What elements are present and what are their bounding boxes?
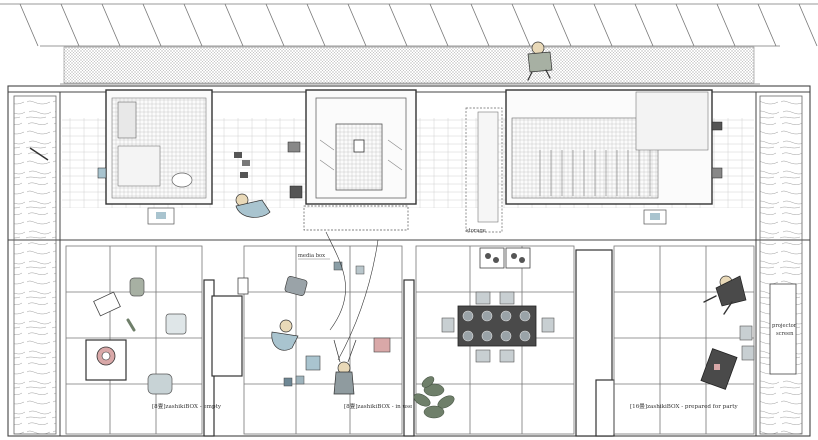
dining-plate [462,310,474,322]
right-textured-wall [759,95,803,435]
rafter-line [429,3,449,47]
rafter-line [675,3,695,47]
storage-outline [465,107,503,233]
rafter-line [388,3,408,47]
dining-plate [519,330,531,342]
rafter-line [593,3,613,47]
dining-plate [500,310,512,322]
dining-plate [481,310,493,322]
media-box-label: media box [298,253,325,259]
rafter-line [757,3,777,47]
rafter-line [224,3,244,47]
roof-truss [0,3,818,85]
rafter-line [511,3,531,47]
partition-walls [203,249,615,437]
rafter-line [142,3,162,47]
rafter-line [347,3,367,47]
rafter-line [716,3,736,47]
bathroom-box [105,89,213,225]
rafter-line [60,3,80,47]
rafter-line [306,3,326,47]
person-walking-top [527,41,553,81]
furniture-middle-box [413,247,555,419]
person-corridor-left [234,152,271,218]
caption-box-party: [16畳]zashikiBOX - prepared for party [630,403,738,410]
potted-plant [413,376,455,419]
furniture-center-box [237,231,391,395]
dining-plate [462,330,474,342]
rafter-line [470,3,490,47]
projector-label-line1: projector [772,323,797,329]
rafter-line [101,3,121,47]
mesh-walkway [63,46,755,84]
furniture-right-box: projector screen [700,275,797,390]
furniture-left-box [85,277,187,395]
storage-label: storage [466,228,486,234]
caption-box-in-use: [8畳]zashikiBOX - in use [344,403,413,410]
caption-box-empty: [8畳]zashikiBOX - empty [152,403,222,410]
projector-label-line2: screen [776,331,794,337]
left-textured-wall [13,95,57,435]
dining-plate [500,330,512,342]
stair-box-center [303,89,417,231]
rafter-line [798,3,818,47]
dining-plate [481,330,493,342]
rafter-line [183,3,203,47]
rafter-line [552,3,572,47]
rafter-line [19,3,39,47]
rafter-line [265,3,285,47]
dining-plate [519,310,531,322]
staircase-box-right [505,89,713,225]
rafter-line [634,3,654,47]
